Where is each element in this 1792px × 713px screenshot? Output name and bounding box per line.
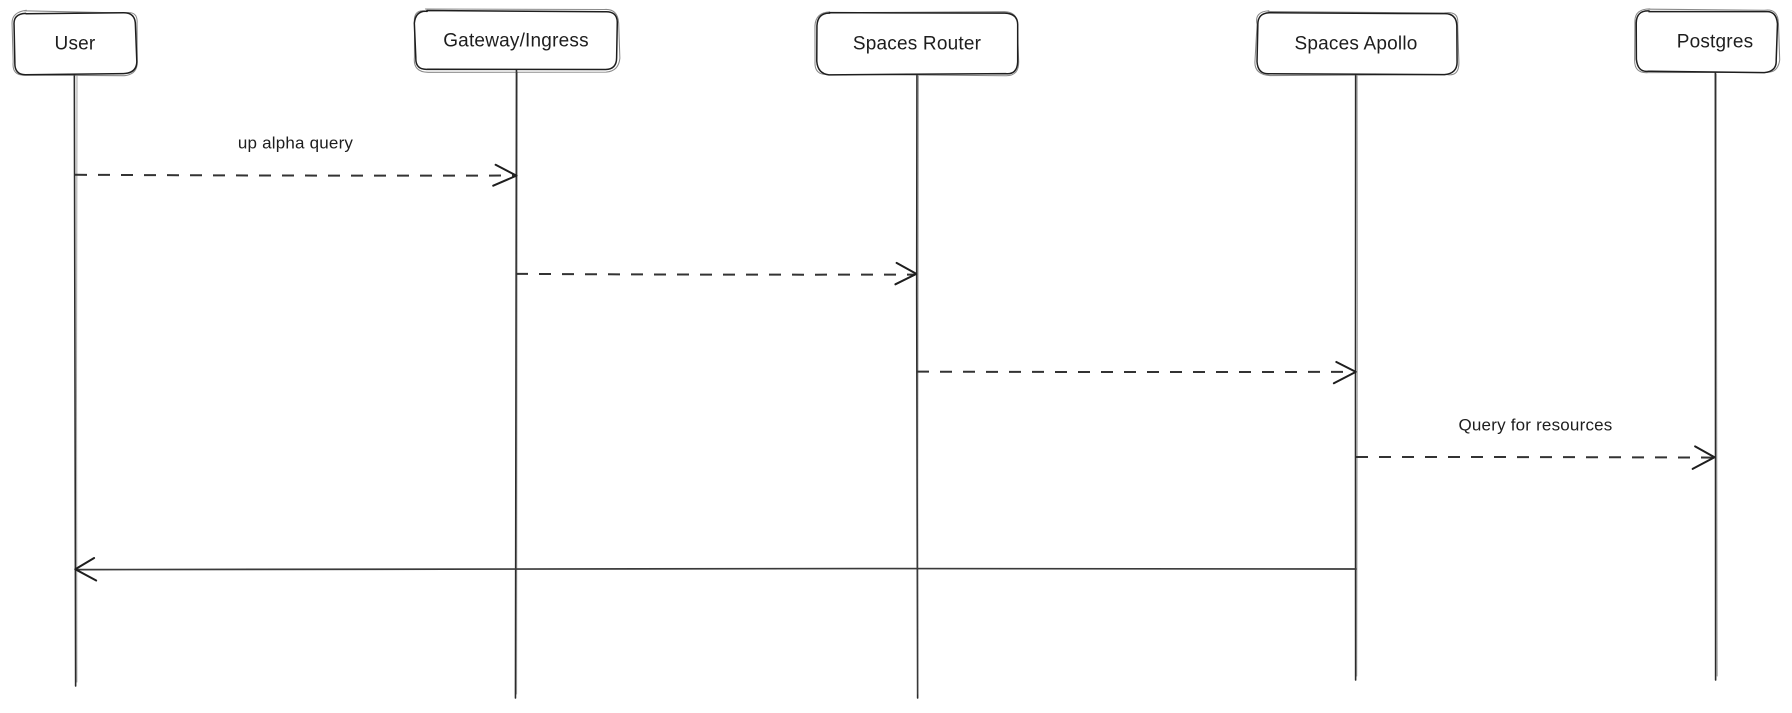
arrow-head-icon xyxy=(1332,360,1357,385)
lifeline-stroke xyxy=(915,73,919,699)
participant-gateway[interactable]: Gateway/Ingress xyxy=(413,8,621,73)
message-label-m1: up alpha query xyxy=(238,133,354,152)
participant-label-postgres: Postgres xyxy=(1677,32,1754,53)
lifeline-stroke xyxy=(514,69,518,699)
lifeline-stroke-sketch xyxy=(1356,75,1358,677)
arrow-head-icon xyxy=(1691,445,1716,470)
participant-label-spaces-apollo: Spaces Apollo xyxy=(1294,34,1417,55)
participant-boxes-layer: User Gateway/Ingress Spaces Router Spaces A… xyxy=(11,8,1781,77)
participant-user[interactable]: User xyxy=(11,9,138,77)
participant-box-outline xyxy=(816,11,1019,76)
arrow-head-icon xyxy=(492,163,518,187)
participant-box-outline-sketch xyxy=(11,9,138,77)
message-m1[interactable]: up alpha query xyxy=(74,133,518,187)
lifeline-stroke-sketch xyxy=(917,75,919,695)
lifeline-spaces-apollo xyxy=(1354,73,1358,681)
lifeline-postgres xyxy=(1714,71,1718,681)
arrow-head-icon xyxy=(74,557,98,582)
message-m4[interactable]: Query for resources xyxy=(1355,415,1716,470)
participant-box-outline xyxy=(413,9,619,71)
participant-postgres[interactable]: Postgres xyxy=(1634,8,1781,74)
message-m2[interactable] xyxy=(515,261,918,286)
lifelines-layer xyxy=(73,69,1718,699)
lifeline-gateway xyxy=(514,69,518,699)
participant-spaces-router[interactable]: Spaces Router xyxy=(814,11,1020,77)
participant-box-outline xyxy=(1635,10,1779,74)
participant-label-spaces-router: Spaces Router xyxy=(853,34,982,55)
lifeline-stroke-sketch xyxy=(516,71,518,695)
message-m5[interactable] xyxy=(74,557,1357,582)
participant-label-user: User xyxy=(55,34,96,55)
lifeline-user xyxy=(73,73,78,687)
participant-spaces-apollo[interactable]: Spaces Apollo xyxy=(1254,10,1460,77)
participant-label-gateway: Gateway/Ingress xyxy=(443,31,589,52)
message-line xyxy=(74,173,515,177)
participant-box-outline xyxy=(13,11,138,76)
message-line xyxy=(1355,455,1714,459)
lifeline-stroke xyxy=(73,73,77,687)
message-line xyxy=(76,567,1357,571)
participant-box-outline xyxy=(1256,11,1458,76)
arrow-head-icon xyxy=(894,261,918,286)
lifeline-stroke-sketch xyxy=(1715,73,1718,677)
message-m3[interactable] xyxy=(916,360,1357,385)
message-label-m4: Query for resources xyxy=(1458,415,1612,434)
message-line xyxy=(515,272,916,276)
lifeline-spaces-router xyxy=(915,73,919,699)
